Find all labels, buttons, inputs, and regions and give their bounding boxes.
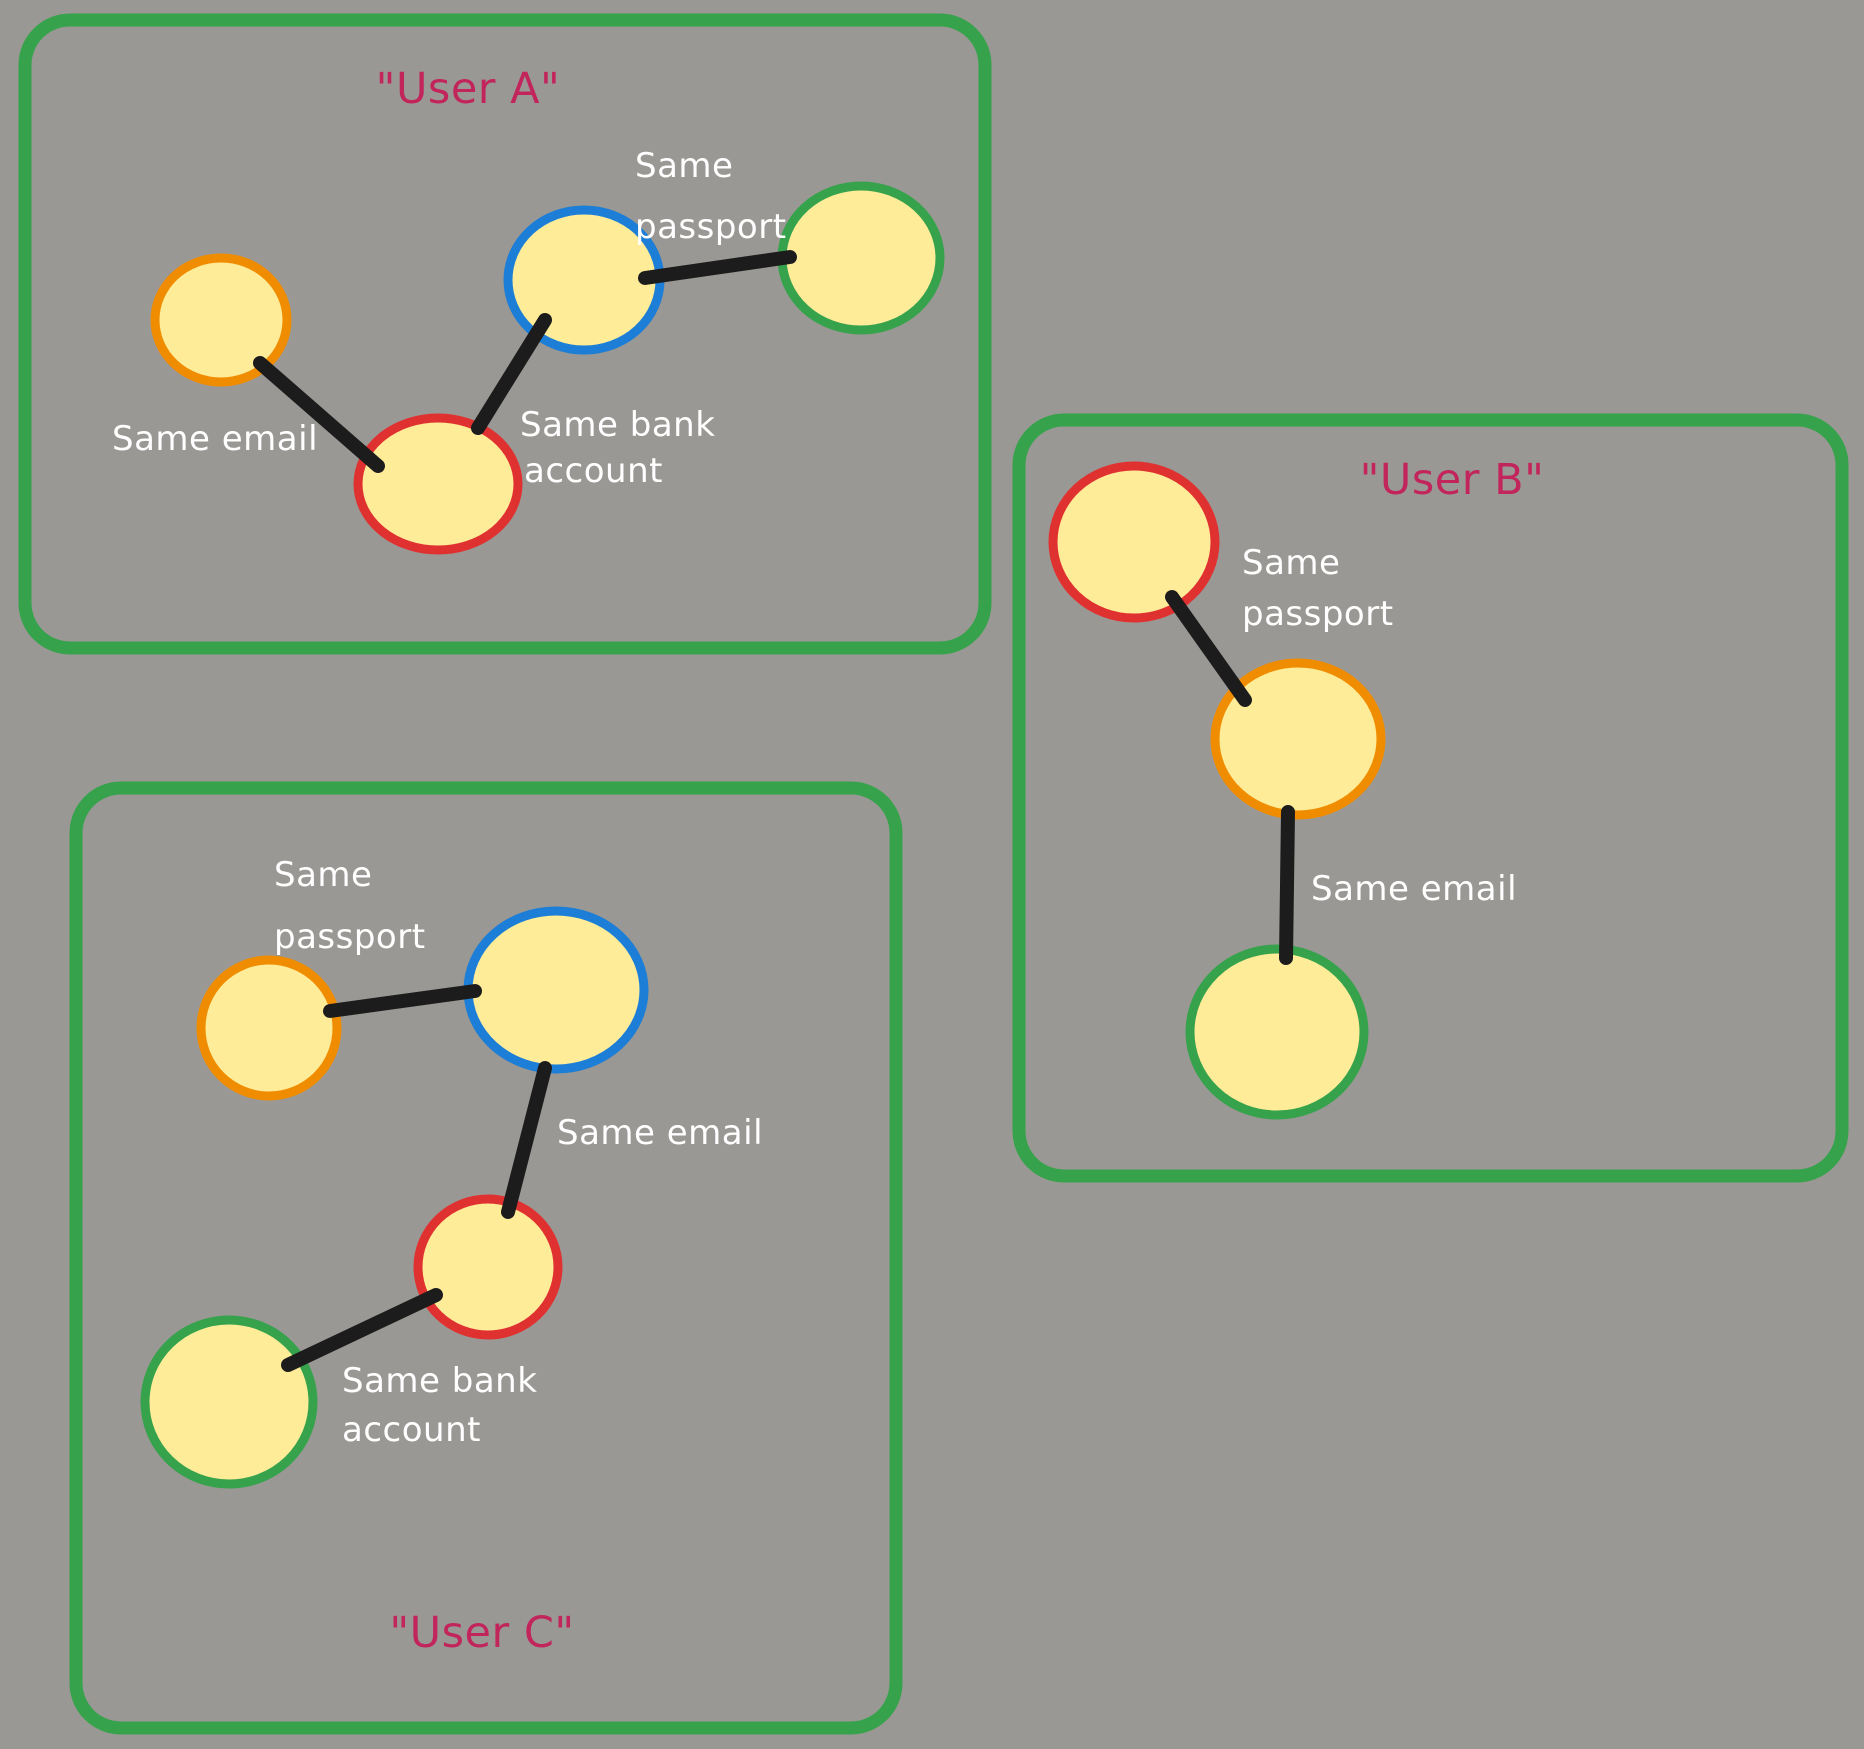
user-a-label-same-passport-line1: Same [635, 146, 733, 186]
user-a-node-orange [150, 253, 292, 387]
user-b-label-same-passport-line1: Same [1242, 543, 1340, 583]
user-c-label-same-passport-line1: Same [274, 855, 372, 895]
user-b-title: "User B" [1360, 455, 1545, 505]
user-b-group: "User B" Same passport Same email [1012, 413, 1849, 1183]
user-b-label-same-passport-line2: passport [1242, 594, 1394, 634]
user-b-label-same-email: Same email [1311, 869, 1517, 909]
user-c-edge-same-passport [323, 984, 482, 1018]
user-a-group: "User A" Same email Same passport Same b… [18, 13, 992, 655]
user-c-nodes [140, 906, 649, 1489]
user-b-node-red [1048, 461, 1220, 623]
user-c-label-same-bank-line1: Same bank [342, 1361, 537, 1401]
user-a-group-box [18, 13, 992, 655]
user-b-node-green [1185, 944, 1369, 1120]
user-c-edge-labels: Same passport Same email Same bank accou… [274, 855, 763, 1450]
user-c-node-green [140, 1315, 318, 1489]
user-c-node-blue [463, 906, 649, 1074]
user-b-edge-same-passport [1165, 590, 1252, 707]
user-c-group-box [69, 781, 903, 1735]
user-a-title: "User A" [376, 64, 561, 114]
user-c-title: "User C" [389, 1608, 574, 1658]
user-b-nodes [1048, 461, 1386, 1120]
user-a-label-same-passport-line2: passport [635, 207, 787, 247]
user-b-edge-labels: Same passport Same email [1242, 543, 1517, 909]
user-a-edge-labels: Same email Same passport Same bank accou… [112, 146, 787, 491]
user-b-edge-same-email [1279, 805, 1295, 965]
user-a-edge-same-passport [638, 250, 797, 285]
user-b-node-orange [1210, 658, 1386, 820]
user-a-label-same-email: Same email [112, 419, 318, 459]
user-a-edges [253, 250, 797, 473]
user-c-label-same-bank-line2: account [342, 1410, 481, 1450]
user-a-label-same-bank-line1: Same bank [520, 405, 715, 445]
user-b-edges [1165, 590, 1295, 965]
user-c-group: "User C" Same passport Same email Same b… [69, 781, 903, 1735]
user-c-label-same-email: Same email [557, 1113, 763, 1153]
user-a-node-red [353, 413, 523, 555]
user-c-edge-same-email [501, 1061, 552, 1219]
user-a-node-green [777, 181, 945, 335]
user-a-edge-same-email [253, 356, 385, 473]
user-c-node-red [413, 1194, 563, 1340]
user-c-label-same-passport-line2: passport [274, 917, 426, 957]
user-a-label-same-bank-line2: account [524, 451, 663, 491]
user-c-edges [281, 984, 552, 1372]
user-a-edge-same-bank-account [471, 313, 552, 435]
user-c-node-orange [196, 955, 342, 1101]
user-b-group-box [1012, 413, 1849, 1183]
user-c-edge-same-bank-account [281, 1288, 443, 1372]
